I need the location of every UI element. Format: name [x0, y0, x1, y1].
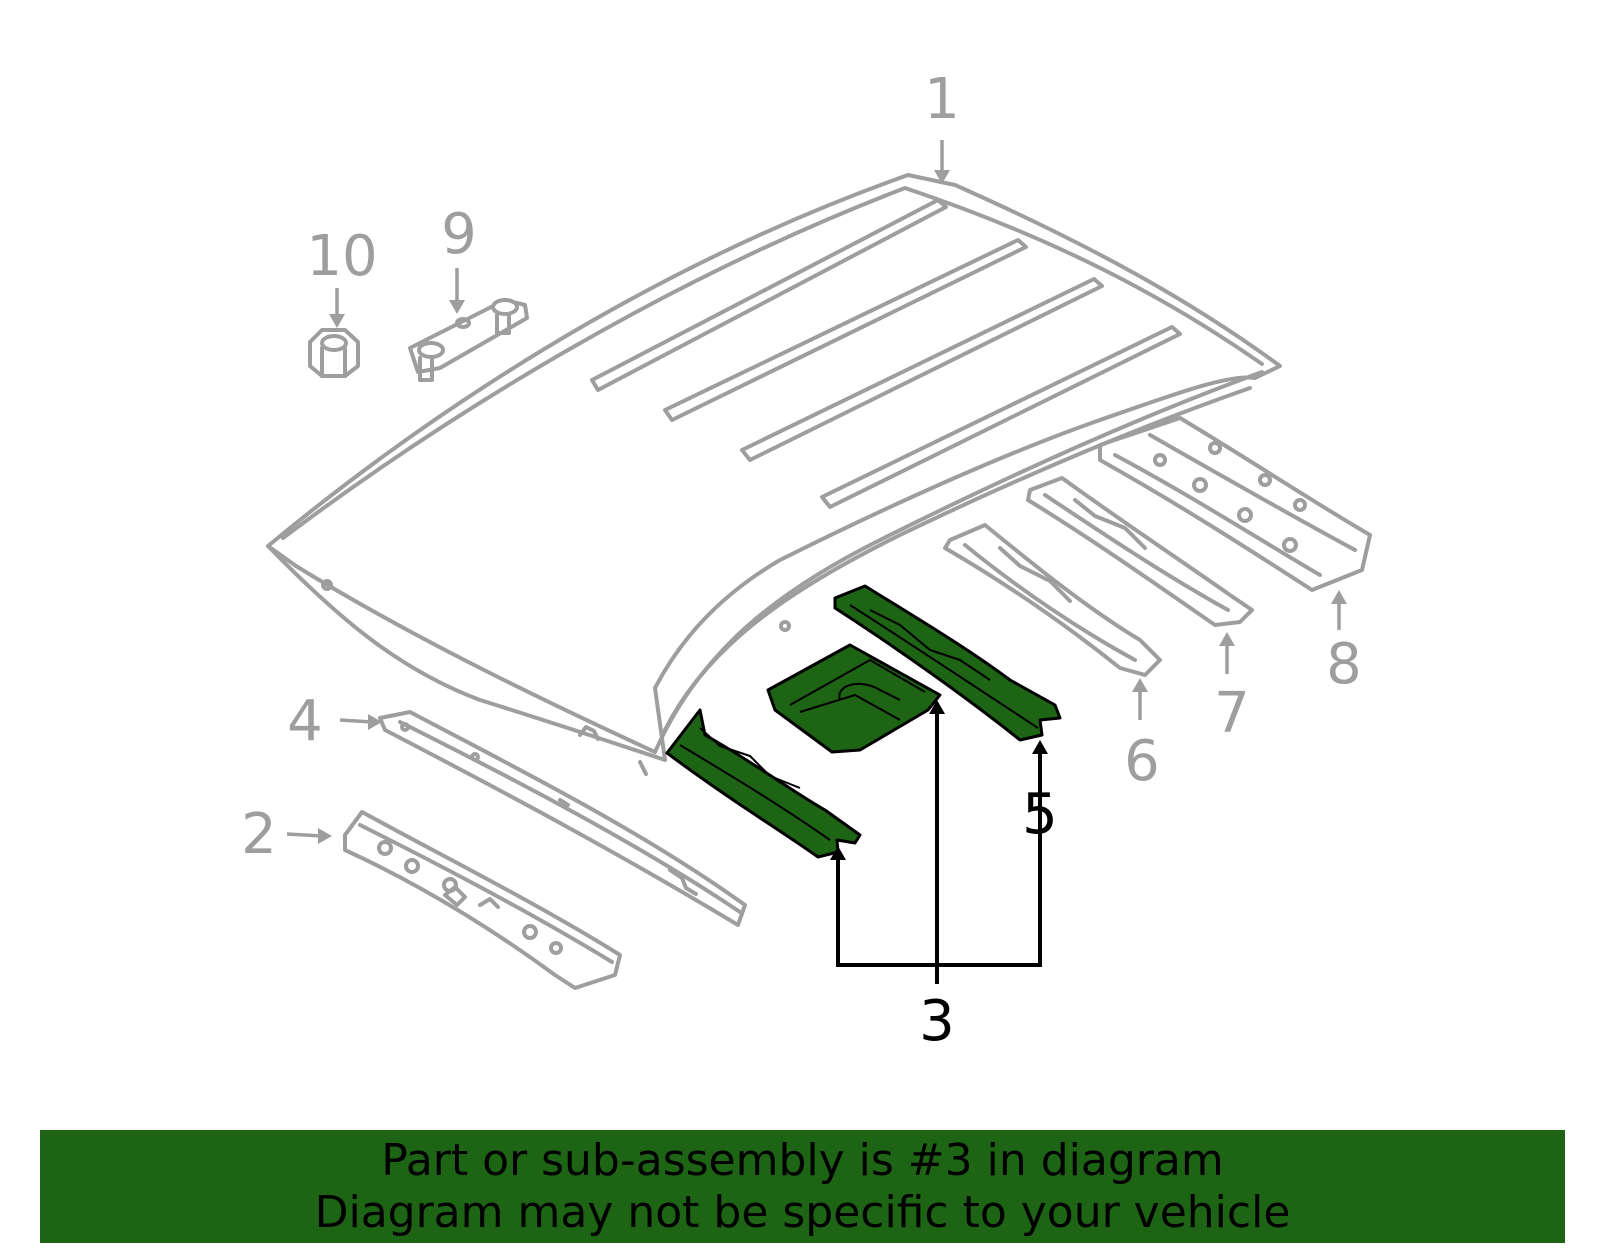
roof-panel: [266, 173, 1282, 776]
leader-lines: [286, 140, 1347, 844]
front-header-rail: [378, 710, 747, 927]
roof-reinforcement-plate-highlighted: [766, 643, 942, 754]
callout-9: 9: [441, 202, 477, 267]
callout-6: 6: [1124, 729, 1160, 794]
roof-bow-front-highlighted: [665, 708, 862, 859]
rear-header-rail: [1098, 416, 1372, 592]
banner-line-disclaimer: Diagram may not be specific to your vehi…: [314, 1186, 1291, 1238]
parts-diagram: 1 2 3 4 5 6 7 8 9 10: [241, 67, 1372, 1054]
callout-3: 3: [919, 989, 955, 1054]
banner-line-part: Part or sub-assembly is #3 in diagram: [381, 1134, 1224, 1186]
roof-bow-rear-highlighted: [833, 584, 1062, 742]
callout-2: 2: [241, 802, 277, 867]
roof-bow-6: [943, 523, 1162, 677]
roof-bow-7: [1026, 476, 1254, 627]
bracket: [408, 298, 529, 382]
front-bow-bracket: [343, 810, 622, 990]
callout-labels: 1 2 3 4 5 6 7 8 9 10: [241, 67, 1362, 1054]
callout-4: 4: [287, 689, 323, 754]
callout-7: 7: [1214, 681, 1250, 746]
hex-nut: [308, 328, 360, 378]
callout-1: 1: [924, 67, 960, 132]
callout-5: 5: [1022, 782, 1058, 847]
callout-10: 10: [306, 224, 377, 289]
info-banner: Part or sub-assembly is #3 in diagram Di…: [40, 1130, 1565, 1243]
callout-8: 8: [1326, 632, 1362, 697]
highlight-leader-lines: [830, 700, 1048, 984]
